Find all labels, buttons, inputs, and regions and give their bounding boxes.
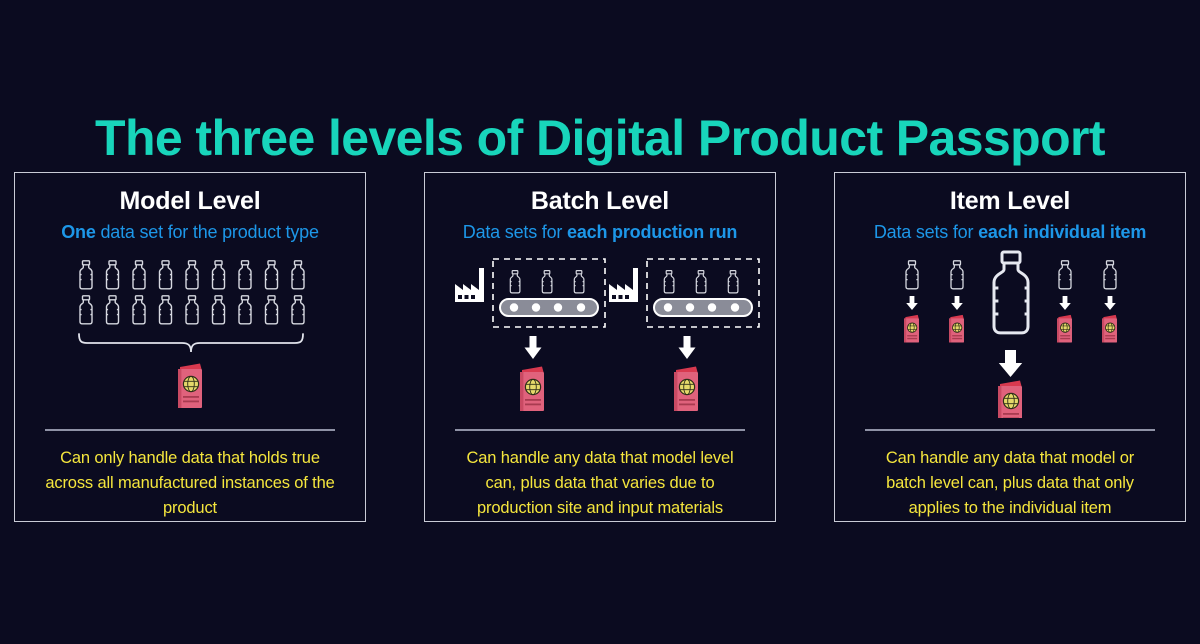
factory-conveyor-group-2 xyxy=(609,258,760,328)
factory-icon xyxy=(609,268,638,302)
conveyor-icon xyxy=(499,298,599,317)
panel-subtitle-model-bold: One xyxy=(61,222,96,242)
passport-icon xyxy=(178,363,202,408)
arrow-down-icon xyxy=(1059,296,1071,310)
item-column-small-4 xyxy=(1102,260,1117,343)
passport-icon xyxy=(998,380,1022,418)
art-item-level xyxy=(835,244,1185,429)
panel-divider-item xyxy=(865,429,1155,431)
factory-conveyor-group-1 xyxy=(455,258,606,328)
panel-title-batch: Batch Level xyxy=(530,187,670,215)
panel-title-item: Item Level xyxy=(949,187,1071,215)
passport-icon xyxy=(904,314,919,343)
brace-icon xyxy=(78,333,304,353)
arrow-down-icon xyxy=(998,350,1023,377)
page-title: The three levels of Digital Product Pass… xyxy=(95,110,1106,166)
panel-subtitle-batch-lead: Data sets for xyxy=(462,222,568,242)
panels-container: Model Level One data set for the product… xyxy=(14,172,1186,522)
arrow-down-icon-2 xyxy=(678,336,696,359)
art-model-level xyxy=(15,244,365,429)
passport-icon xyxy=(1057,314,1072,343)
art-batch-level xyxy=(425,244,775,429)
panel-footnote-batch: Can handle any data that model level can… xyxy=(466,449,734,517)
factory-icon xyxy=(455,268,484,302)
arrow-down-icon xyxy=(906,296,918,310)
panel-item-level: Item Level Data sets for each individual… xyxy=(834,172,1186,522)
panel-subtitle-item-lead: Data sets for xyxy=(873,222,979,242)
panel-title-model: Model Level xyxy=(119,187,261,215)
passport-icon xyxy=(520,366,544,411)
panel-subtitle-item-bold: each individual item xyxy=(978,222,1147,242)
panel-subtitle-model-rest: data set for the product type xyxy=(95,222,319,242)
bottle-large-icon xyxy=(992,250,1030,335)
arrow-down-icon xyxy=(951,296,963,310)
panel-divider-batch xyxy=(455,429,745,431)
panel-batch-level: Batch Level Data sets for each productio… xyxy=(424,172,776,522)
bottle-grid-icon xyxy=(79,260,305,325)
arrow-down-icon-1 xyxy=(524,336,542,359)
panel-subtitle-batch-bold: each production run xyxy=(567,222,738,242)
passport-icon xyxy=(949,314,964,343)
conveyor-icon xyxy=(653,298,753,317)
panel-divider-model xyxy=(45,429,335,431)
panel-subtitle-item: Data sets for each individual item xyxy=(874,220,1146,244)
panel-footnote-item: Can handle any data that model or batch … xyxy=(885,449,1135,517)
panel-footnote-model: Can only handle data that holds true acr… xyxy=(45,449,335,517)
item-column-small-3 xyxy=(1057,260,1072,343)
panel-subtitle-batch: Data sets for each production run xyxy=(462,220,738,244)
item-column-small-1 xyxy=(904,260,919,343)
arrow-down-icon xyxy=(1104,296,1116,310)
panel-model-level: Model Level One data set for the product… xyxy=(14,172,366,522)
passport-icon xyxy=(674,366,698,411)
panel-subtitle-model: One data set for the product type xyxy=(61,220,319,244)
item-column-large xyxy=(992,250,1030,418)
item-column-small-2 xyxy=(949,260,964,343)
passport-icon xyxy=(1102,314,1117,343)
